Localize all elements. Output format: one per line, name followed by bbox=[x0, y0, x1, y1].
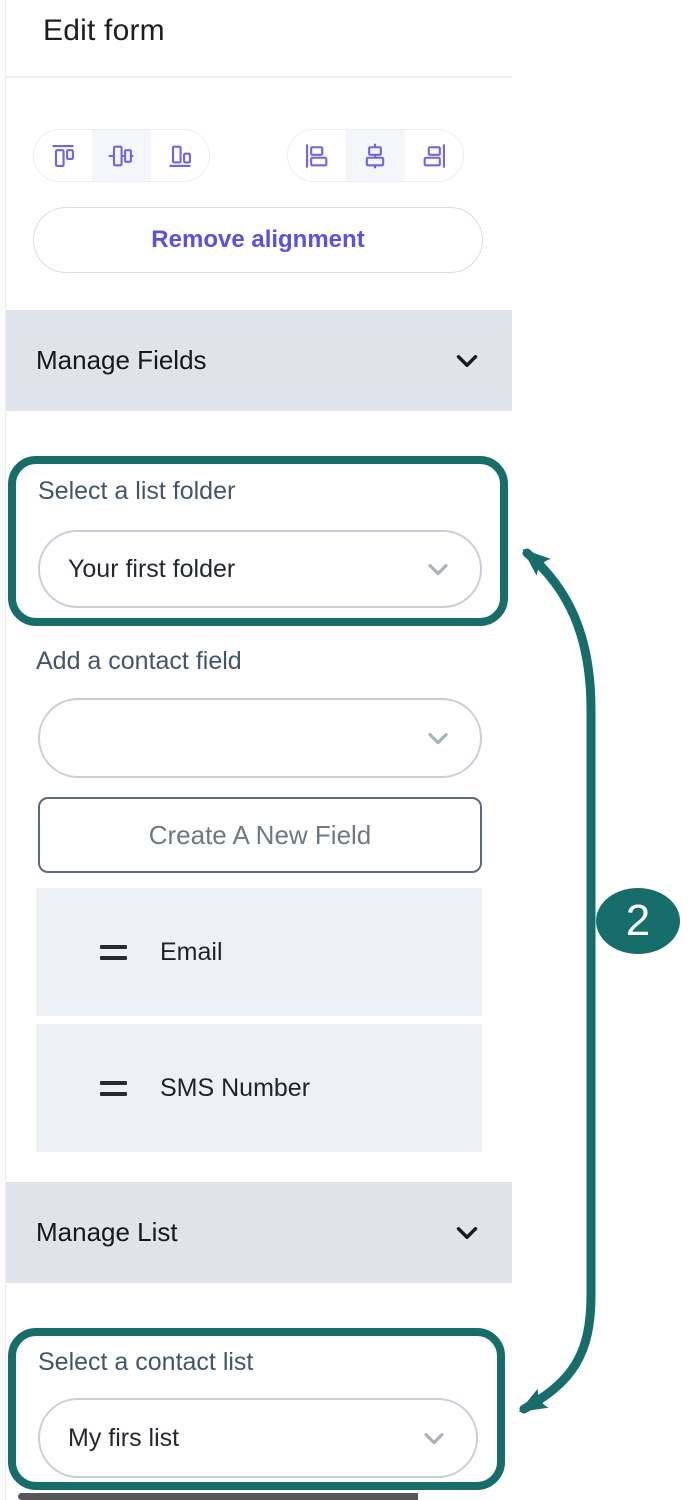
align-bottom-button[interactable] bbox=[150, 130, 209, 181]
folder-select-label: Select a list folder bbox=[38, 477, 236, 505]
create-new-field-button[interactable]: Create A New Field bbox=[38, 797, 482, 873]
manage-fields-header[interactable]: Manage Fields bbox=[6, 310, 512, 411]
remove-alignment-button[interactable]: Remove alignment bbox=[33, 207, 483, 273]
align-middle-vertical-button[interactable] bbox=[92, 130, 151, 181]
manage-list-label: Manage List bbox=[36, 1217, 178, 1247]
vertical-align-group bbox=[33, 129, 210, 182]
align-right-button[interactable] bbox=[404, 130, 463, 181]
manage-list-header[interactable]: Manage List bbox=[6, 1182, 512, 1283]
chevron-down-icon bbox=[422, 553, 454, 585]
list-select-dropdown[interactable]: My firs list bbox=[38, 1398, 478, 1478]
chevron-down-icon bbox=[450, 1216, 484, 1250]
drag-handle-icon[interactable] bbox=[100, 944, 127, 960]
contact-field-label: Add a contact field bbox=[36, 647, 242, 675]
align-middle-vertical-icon bbox=[107, 142, 135, 170]
align-bottom-icon bbox=[166, 142, 194, 170]
contact-field-dropdown[interactable] bbox=[38, 698, 482, 778]
bottom-scroll-bar[interactable] bbox=[18, 1493, 418, 1500]
annotation-step-badge: 2 bbox=[596, 888, 680, 954]
align-right-icon bbox=[420, 142, 448, 170]
chevron-down-icon bbox=[422, 722, 454, 754]
align-center-horizontal-button[interactable] bbox=[346, 130, 405, 181]
folder-select-value: Your first folder bbox=[68, 554, 236, 583]
title-divider bbox=[6, 76, 512, 78]
field-row-sms-number[interactable]: SMS Number bbox=[36, 1024, 482, 1152]
chevron-down-icon bbox=[418, 1422, 450, 1454]
align-top-button[interactable] bbox=[34, 130, 93, 181]
list-select-value: My firs list bbox=[68, 1423, 180, 1452]
panel-left-strip bbox=[0, 0, 5, 1500]
field-row-label: Email bbox=[160, 937, 223, 966]
panel-left-divider bbox=[5, 0, 6, 1500]
horizontal-align-group bbox=[287, 129, 464, 182]
field-row-label: SMS Number bbox=[160, 1073, 311, 1102]
folder-select-dropdown[interactable]: Your first folder bbox=[38, 530, 482, 608]
align-left-icon bbox=[303, 142, 331, 170]
align-left-button[interactable] bbox=[288, 130, 347, 181]
manage-fields-label: Manage Fields bbox=[36, 345, 207, 375]
chevron-down-icon bbox=[450, 344, 484, 378]
page-title: Edit form bbox=[43, 14, 165, 47]
list-select-label: Select a contact list bbox=[38, 1348, 254, 1376]
drag-handle-icon[interactable] bbox=[100, 1080, 127, 1096]
align-center-horizontal-icon bbox=[361, 142, 389, 170]
field-row-email[interactable]: Email bbox=[36, 888, 482, 1016]
align-top-icon bbox=[49, 142, 77, 170]
